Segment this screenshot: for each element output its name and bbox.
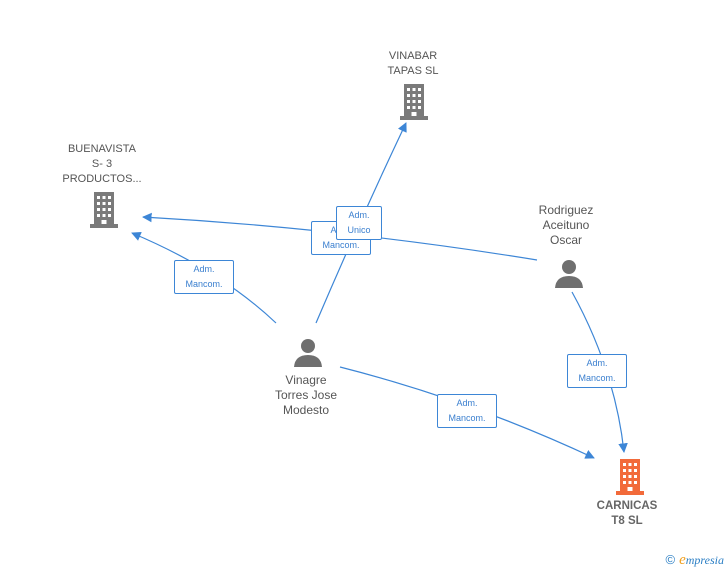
- node-label-vinabar[interactable]: VINABAR TAPAS SL: [388, 49, 439, 79]
- node-label-buenavista[interactable]: BUENAVISTA S- 3 PRODUCTOS...: [62, 142, 141, 187]
- edge-badge-line: Mancom.: [578, 373, 616, 383]
- node-label-line: S- 3: [91, 158, 113, 170]
- node-label-line: Torres Jose: [274, 388, 338, 402]
- node-label-line: Oscar: [549, 233, 583, 247]
- edge-badge-line: Mancom.: [322, 240, 360, 250]
- edge-badge-vinagre-buenavista[interactable]: Adm. Mancom.: [174, 260, 234, 294]
- node-label-line: PRODUCTOS...: [62, 173, 142, 185]
- building-icon[interactable]: [88, 192, 120, 228]
- node-label-line: BUENAVISTA: [67, 143, 137, 155]
- node-label-line: Aceituno: [542, 218, 590, 232]
- brand-name: mpresia: [685, 553, 724, 567]
- node-label-line: VINABAR: [388, 50, 438, 62]
- edge-badge-rodriguez-carnicas[interactable]: Adm. Mancom.: [567, 354, 627, 388]
- edge-badge-line: Adm.: [456, 398, 478, 408]
- node-label-line: Rodriguez: [538, 203, 594, 217]
- edge-badge-line: Adm.: [348, 210, 370, 220]
- edge-badge-line: Adm.: [193, 264, 215, 274]
- node-label-line: TAPAS SL: [387, 65, 439, 77]
- node-label-line: Modesto: [282, 403, 330, 417]
- edge-badge-vinagre-vinabar[interactable]: Adm. Unico: [336, 206, 382, 240]
- node-label-line: CARNICAS: [596, 500, 658, 512]
- copyright-symbol: ©: [665, 552, 676, 567]
- edge-badge-line: Mancom.: [185, 279, 223, 289]
- node-label-rodriguez[interactable]: Rodriguez Aceituno Oscar: [539, 203, 594, 248]
- edge-badge-line: Mancom.: [448, 413, 486, 423]
- empresia-watermark: ©empresia: [666, 552, 725, 569]
- node-label-line: T8 SL: [611, 515, 643, 527]
- node-label-carnicas[interactable]: CARNICAS T8 SL: [597, 499, 658, 529]
- person-icon[interactable]: [292, 336, 324, 368]
- node-label-vinagre[interactable]: Vinagre Torres Jose Modesto: [275, 373, 337, 418]
- brand-initial: e: [679, 552, 686, 568]
- node-label-line: Vinagre: [285, 373, 327, 387]
- building-icon[interactable]: [398, 84, 430, 120]
- edge-badge-line: Unico: [347, 225, 371, 235]
- edge-badge-line: Adm.: [586, 358, 608, 368]
- person-icon[interactable]: [553, 257, 585, 289]
- building-icon[interactable]: [614, 459, 646, 495]
- edge-badge-vinagre-carnicas[interactable]: Adm. Mancom.: [437, 394, 497, 428]
